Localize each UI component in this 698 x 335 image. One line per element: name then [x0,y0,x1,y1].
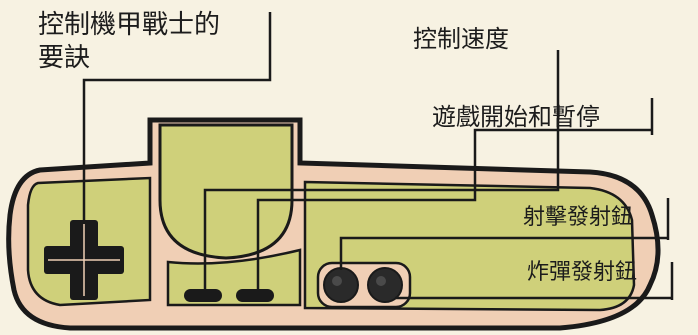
fire-button-icon [323,267,359,303]
controller-top-panel [158,123,294,260]
start-leader-line [256,128,652,289]
bomb-button-label: 炸彈發射鈕 [527,260,638,285]
leader-lines [82,12,674,300]
dpad-label-line2: 要訣 [38,43,91,73]
fire-leader-line [339,236,668,270]
start-button-icon [236,289,274,302]
dpad-icon [44,220,124,300]
speed-button-icon [184,289,222,302]
start-pause-label: 遊戲開始和暫停 [432,103,600,131]
speed-label: 控制速度 [413,25,509,53]
speed-leader-line [203,50,560,289]
dpad-leader-line [82,12,272,224]
bomb-button-icon [367,267,403,303]
dpad-label-line1: 控制機甲戰士的 [38,10,221,40]
fire-button-label: 射擊發射鈕 [523,205,634,230]
